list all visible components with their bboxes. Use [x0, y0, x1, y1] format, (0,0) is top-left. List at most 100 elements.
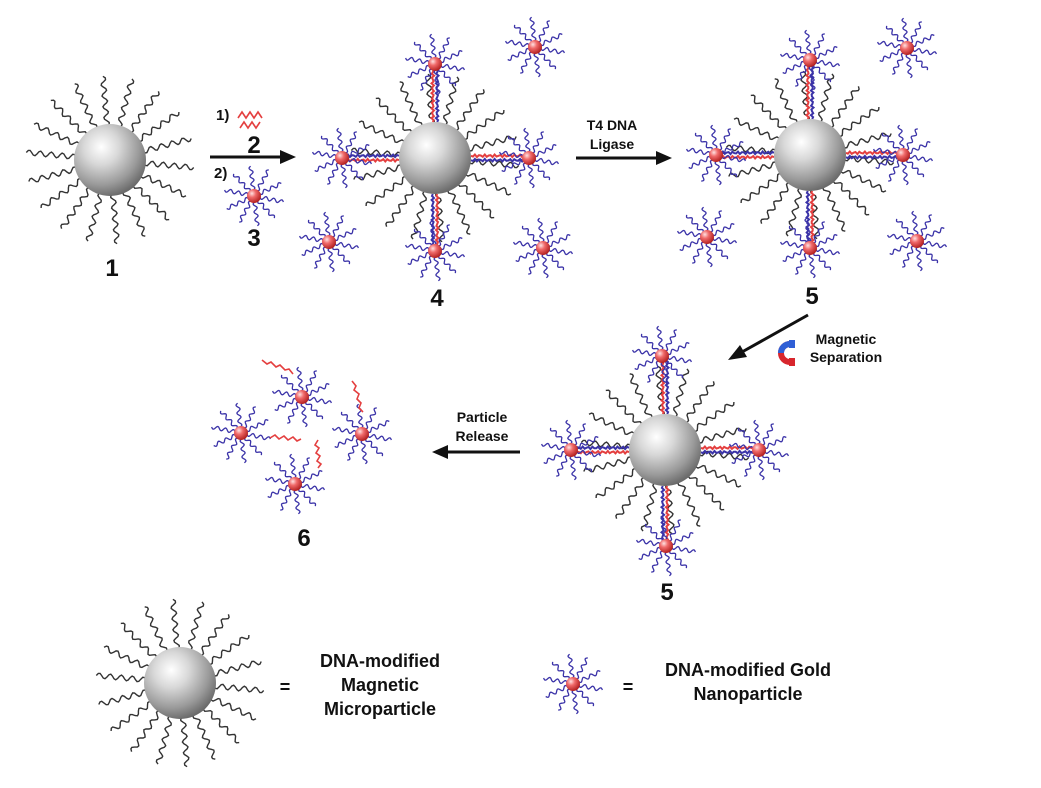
dna-strand [901, 17, 909, 43]
dna-strand [513, 240, 538, 249]
dna-strand [300, 483, 325, 492]
dna-strand [433, 256, 441, 282]
dna-strand [537, 217, 545, 243]
dna-strand [244, 437, 263, 456]
dna-strand [595, 467, 638, 499]
released-dna-strand [351, 380, 364, 413]
dna-strand [457, 182, 495, 219]
dna-strand [224, 188, 249, 197]
dna-strand-blue [659, 485, 666, 541]
dna-strand [375, 97, 413, 134]
dna-strand [804, 29, 812, 55]
microparticle-sphere [144, 647, 216, 719]
dna-strand [312, 150, 337, 159]
dna-strand [719, 159, 738, 178]
dna-strand-red [809, 190, 816, 245]
dna-strand [122, 190, 146, 237]
dna-strand [347, 157, 372, 166]
dna-strand [331, 215, 344, 238]
dna-strand [252, 201, 260, 227]
gold-nanoparticle [332, 403, 392, 465]
dna-strand [267, 484, 290, 498]
dna-strand [50, 99, 88, 136]
dna-strand-red [845, 149, 900, 156]
dna-strand [922, 227, 945, 241]
nanoparticle-core [803, 53, 817, 67]
dna-strand [667, 342, 690, 356]
dna-strand [129, 91, 160, 133]
dna-strand [239, 200, 252, 223]
dna-strand [287, 401, 300, 424]
dna-strand [336, 127, 344, 153]
released-nanoparticles-6 [211, 359, 392, 515]
legend-equals: = [623, 677, 634, 697]
dna-strand [576, 449, 601, 458]
dna-strand [912, 47, 937, 56]
dna-strand [818, 73, 835, 123]
dna-strand [440, 50, 463, 64]
dna-strand [334, 434, 357, 448]
dna-strand [901, 160, 909, 186]
dna-strand [543, 450, 566, 464]
dna-strand [808, 253, 816, 279]
dna-strand [364, 407, 377, 430]
reaction-arrow [576, 151, 672, 165]
dna-strand [812, 221, 825, 244]
dna-strand [569, 455, 577, 481]
dna-strand [615, 477, 646, 519]
dna-strand [721, 141, 744, 155]
dna-strand [142, 137, 192, 154]
magnetic-microparticle-1 [25, 75, 195, 245]
dna-strand [298, 488, 317, 507]
dna-strand [731, 450, 754, 464]
ligated-complex-5 [686, 29, 933, 279]
dna-strand [499, 150, 524, 159]
dna-strand [289, 453, 297, 479]
dna-strand [757, 455, 765, 481]
compound-label: 1 [105, 255, 118, 282]
dna-strand [307, 383, 330, 397]
dna-strand [219, 410, 238, 429]
dna-strand [413, 228, 432, 247]
dna-strand [549, 427, 568, 446]
dna-strand [578, 670, 601, 684]
dna-strand-blue [574, 444, 630, 451]
dna-strand [232, 173, 251, 192]
dna-strand [360, 439, 368, 465]
nanoparticle-core [428, 57, 442, 71]
dna-strand [534, 157, 559, 166]
dna-strand [440, 250, 465, 259]
compound-label: 6 [297, 525, 310, 552]
dna-strand [695, 464, 742, 488]
dna-strand [843, 155, 895, 166]
dna-strand [307, 396, 332, 405]
dna-strand [888, 159, 901, 182]
dna-strand [687, 474, 725, 511]
dna-strand [299, 234, 324, 243]
dna-strand [920, 245, 939, 264]
nanoparticle-core [700, 230, 714, 244]
dna-strand [897, 124, 905, 150]
dna-strand [644, 523, 663, 542]
nanoparticle-core [655, 349, 669, 363]
dna-strand [677, 229, 702, 238]
dna-strand [520, 51, 533, 74]
dna-strand [660, 515, 668, 541]
dna-strand [548, 247, 573, 256]
dna-strand [905, 128, 918, 151]
dna-strand [529, 16, 537, 42]
dna-strand [437, 224, 450, 247]
dna-strand [528, 252, 541, 275]
dna-strand [910, 52, 929, 71]
gold-nanoparticle [632, 325, 692, 387]
dna-strand [709, 210, 722, 233]
dna-strand [532, 162, 551, 181]
step-number: 1) [216, 107, 229, 124]
dna-strand [728, 161, 778, 178]
dna-strand [701, 159, 714, 182]
dna-strand [829, 86, 860, 128]
dna-strand-blue [664, 359, 671, 415]
dna-strand [694, 132, 713, 151]
dna-strands [725, 70, 895, 240]
dna-strand [832, 179, 870, 216]
